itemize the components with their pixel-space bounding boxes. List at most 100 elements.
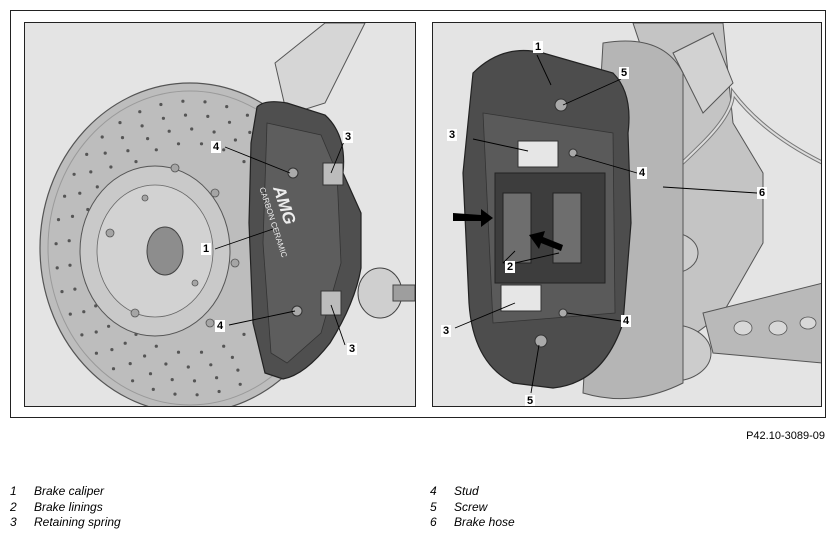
disc-hole xyxy=(70,214,75,218)
disc-hole xyxy=(230,355,234,359)
callout-right-4-top: 4 xyxy=(637,167,648,179)
disc-hole xyxy=(225,105,229,109)
disc-hole xyxy=(56,218,61,222)
disc-hole xyxy=(217,389,221,394)
disc-hole xyxy=(238,382,242,386)
disc-hole xyxy=(82,310,86,314)
disc-hole xyxy=(89,170,93,174)
legend-label: Brake hose xyxy=(454,515,515,529)
disc-hole xyxy=(242,160,246,164)
disc-hole xyxy=(68,312,72,316)
callout-right-3-bottom: 3 xyxy=(441,325,452,337)
disc-hole xyxy=(55,266,59,270)
disc-hole xyxy=(192,379,197,383)
disc-hole xyxy=(151,387,155,391)
disc-hole xyxy=(227,120,232,124)
disc-hole xyxy=(95,185,99,189)
disc-hole xyxy=(190,127,194,131)
callout-left-4-bottom: 4 xyxy=(215,320,226,332)
legend-label: Stud xyxy=(454,484,479,498)
legend-label: Screw xyxy=(454,499,488,514)
disc-hole xyxy=(164,362,168,366)
right-illustration-panel: 1 5 3 4 6 2 3 4 5 xyxy=(432,22,822,407)
disc-hole xyxy=(78,191,82,195)
disc-hole xyxy=(138,110,142,114)
legend-label: Retaining spring xyxy=(34,515,121,529)
callout-left-4-top: 4 xyxy=(211,141,222,153)
legend-label: Brake caliper xyxy=(34,484,105,498)
disc-hole xyxy=(206,114,210,118)
legend-number: 1 xyxy=(10,484,17,498)
disc-hole xyxy=(103,151,107,155)
disc-hole xyxy=(212,130,216,134)
callout-right-1: 1 xyxy=(533,41,544,53)
disc-hole xyxy=(183,113,188,117)
callout-left-3-bottom: 3 xyxy=(347,343,358,355)
disc-hole xyxy=(176,142,181,146)
callout-left-1: 1 xyxy=(201,243,212,255)
disc-hole xyxy=(118,121,122,125)
disc-hole xyxy=(107,324,111,328)
callout-right-3-top: 3 xyxy=(447,129,458,141)
legend-item: 6 Brake hose xyxy=(430,515,515,531)
callout-left-3-top: 3 xyxy=(343,131,354,143)
legend-item: 3 Retaining spring xyxy=(10,515,121,531)
callout-right-5-top: 5 xyxy=(619,67,630,79)
disc-hole xyxy=(63,194,67,198)
disc-hole xyxy=(109,165,113,169)
disc-hole xyxy=(203,100,207,104)
disc-hole xyxy=(161,116,165,120)
disc-hole xyxy=(111,367,116,371)
caliper-mounted-illustration xyxy=(453,23,821,400)
disc-hole xyxy=(173,392,177,396)
disc-hole xyxy=(176,350,181,354)
callout-right-2: 2 xyxy=(505,261,516,273)
figure-frame: AMG CARBON CERAMIC 4 1 3 4 3 xyxy=(10,10,826,418)
disc-hole xyxy=(222,344,226,348)
legend-number: 2 xyxy=(10,499,17,514)
disc-hole xyxy=(68,263,72,267)
disc-hole xyxy=(170,378,174,382)
disc-hole xyxy=(199,350,204,354)
disc-hole xyxy=(236,368,240,372)
left-illustration-panel: AMG CARBON CERAMIC 4 1 3 4 3 xyxy=(24,22,416,407)
disc-hole xyxy=(245,113,249,117)
disc-hole xyxy=(67,239,71,243)
disc-hole xyxy=(110,348,114,352)
callout-right-4-bottom: 4 xyxy=(621,315,632,327)
disc-hole xyxy=(195,393,199,397)
legend-item: 1 Brake caliper xyxy=(10,484,121,500)
disc-hole xyxy=(233,138,237,142)
disc-hole xyxy=(199,142,204,146)
disc-hole xyxy=(54,242,58,246)
legend-label: Brake linings xyxy=(34,499,103,514)
brake-disc-caliper-illustration: AMG CARBON CERAMIC xyxy=(39,23,415,406)
disc-hole xyxy=(154,148,158,152)
callout-right-6: 6 xyxy=(757,187,768,199)
figure-reference: P42.10-3089-09 xyxy=(746,430,825,442)
disc-hole xyxy=(186,365,190,369)
disc-hole xyxy=(131,379,135,383)
legend-item: 5 Screw xyxy=(430,500,515,516)
disc-hole xyxy=(128,362,132,366)
legend-item: 2 Brake linings xyxy=(10,500,121,516)
disc-hole xyxy=(94,330,98,334)
legend-number: 3 xyxy=(10,515,17,529)
callout-right-5-bottom: 5 xyxy=(525,395,536,407)
disc-hole xyxy=(126,149,130,153)
legend-number: 5 xyxy=(430,499,437,514)
disc-hole xyxy=(159,102,163,107)
disc-hole xyxy=(222,148,226,152)
disc-hole xyxy=(140,124,144,128)
disc-hole xyxy=(209,363,213,367)
disc-hole xyxy=(100,135,104,139)
disc-hole xyxy=(80,333,84,337)
legend-left-column: 1 Brake caliper 2 Brake linings 3 Retaining… xyxy=(10,484,121,531)
legend-number: 6 xyxy=(430,515,437,529)
disc-hole xyxy=(120,136,125,140)
disc-hole xyxy=(94,351,98,355)
disc-hole xyxy=(85,152,89,156)
disc-hole xyxy=(134,160,138,164)
disc-hole xyxy=(60,290,64,294)
